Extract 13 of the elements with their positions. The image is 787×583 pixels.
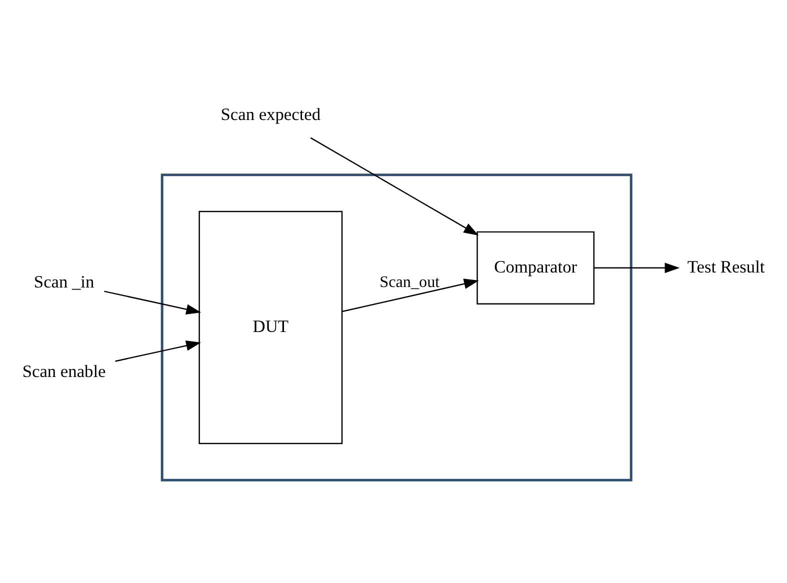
node-text: Scan enable	[22, 362, 106, 381]
node-text: Test Result	[687, 258, 765, 277]
node-text: Scan expected	[220, 104, 321, 124]
arrow	[594, 262, 680, 274]
arrow	[104, 290, 202, 314]
node-box: Comparator	[476, 231, 595, 305]
cluster	[160, 174, 632, 482]
arrow	[342, 278, 479, 312]
edge-label: Scan_out	[380, 274, 440, 292]
arrow	[310, 137, 479, 236]
node-box: DUT	[198, 210, 343, 444]
arrow	[115, 340, 202, 362]
node-text: Scan _in	[34, 272, 94, 292]
